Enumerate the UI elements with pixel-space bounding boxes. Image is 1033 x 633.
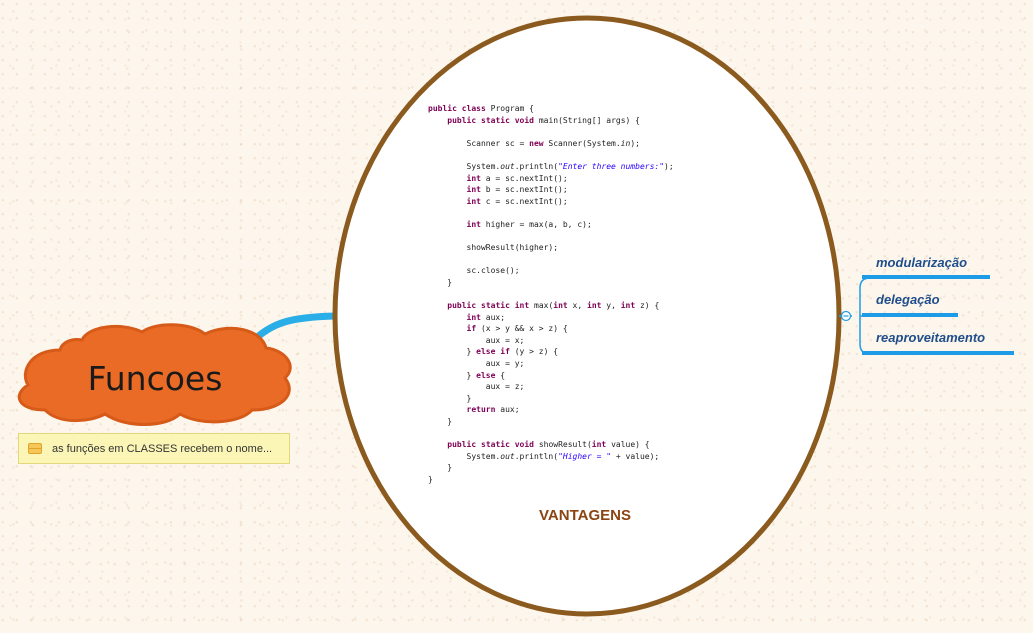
code-line: aux = z; — [485, 382, 525, 392]
code-line: } else if (y > z) { — [428, 347, 559, 357]
code-line: public static void main(String[] args) { — [447, 115, 640, 125]
code-line: if (x > y && x > z) { — [466, 324, 568, 334]
code-line: int b = sc.nextInt(); — [466, 185, 568, 195]
central-topic-label[interactable]: Funcoes — [87, 358, 223, 398]
main-topic-label[interactable]: VANTAGENS — [539, 507, 631, 524]
code-line: System.out.println("Higher = " + value); — [428, 451, 660, 461]
subtopic-underline — [862, 351, 1014, 355]
code-line: sc.close(); — [466, 266, 520, 276]
topic-note[interactable]: as funções em CLASSES recebem o nome... — [18, 433, 290, 464]
subtopic-underline — [862, 275, 990, 279]
code-image: public class Program { public static voi… — [420, 98, 750, 500]
central-cloud-shape[interactable] — [17, 323, 292, 426]
code-line: } — [466, 393, 472, 403]
code-line: aux = x; — [485, 335, 525, 345]
code-line: System.out.println("Enter three numbers:… — [428, 161, 674, 171]
subtopic-modularizacao[interactable]: modularização — [876, 255, 968, 270]
code-line: public class Program { — [428, 104, 534, 113]
code-line: } — [447, 277, 453, 287]
code-line: public static int max(int x, int y, int … — [447, 301, 660, 311]
code-line: showResult(higher); — [466, 243, 559, 253]
code-line: Scanner sc = new Scanner(System.in); — [428, 138, 640, 148]
code-line: } else { — [428, 370, 506, 380]
code-snippet: public class Program { public static voi… — [420, 98, 750, 486]
note-icon — [28, 443, 42, 454]
code-line: aux = y; — [485, 359, 525, 369]
code-line: } — [447, 417, 453, 427]
subtopic-reaproveitamento[interactable]: reaproveitamento — [876, 330, 986, 345]
code-line: return aux; — [466, 405, 520, 415]
central-connector — [248, 312, 340, 346]
code-line: int a = sc.nextInt(); — [466, 173, 568, 183]
code-line: } — [447, 463, 453, 473]
subtopic-delegacao[interactable]: delegação — [876, 292, 940, 307]
subtopic-underline — [862, 313, 958, 317]
code-line: int aux; — [466, 312, 506, 322]
code-line: int c = sc.nextInt(); — [466, 196, 568, 206]
code-line: } — [428, 475, 433, 484]
collapse-toggle-icon[interactable] — [840, 310, 852, 322]
note-text: as funções em CLASSES recebem o nome... — [52, 442, 273, 455]
code-line: int higher = max(a, b, c); — [466, 219, 592, 229]
code-line: public static void showResult(int value)… — [447, 440, 650, 450]
